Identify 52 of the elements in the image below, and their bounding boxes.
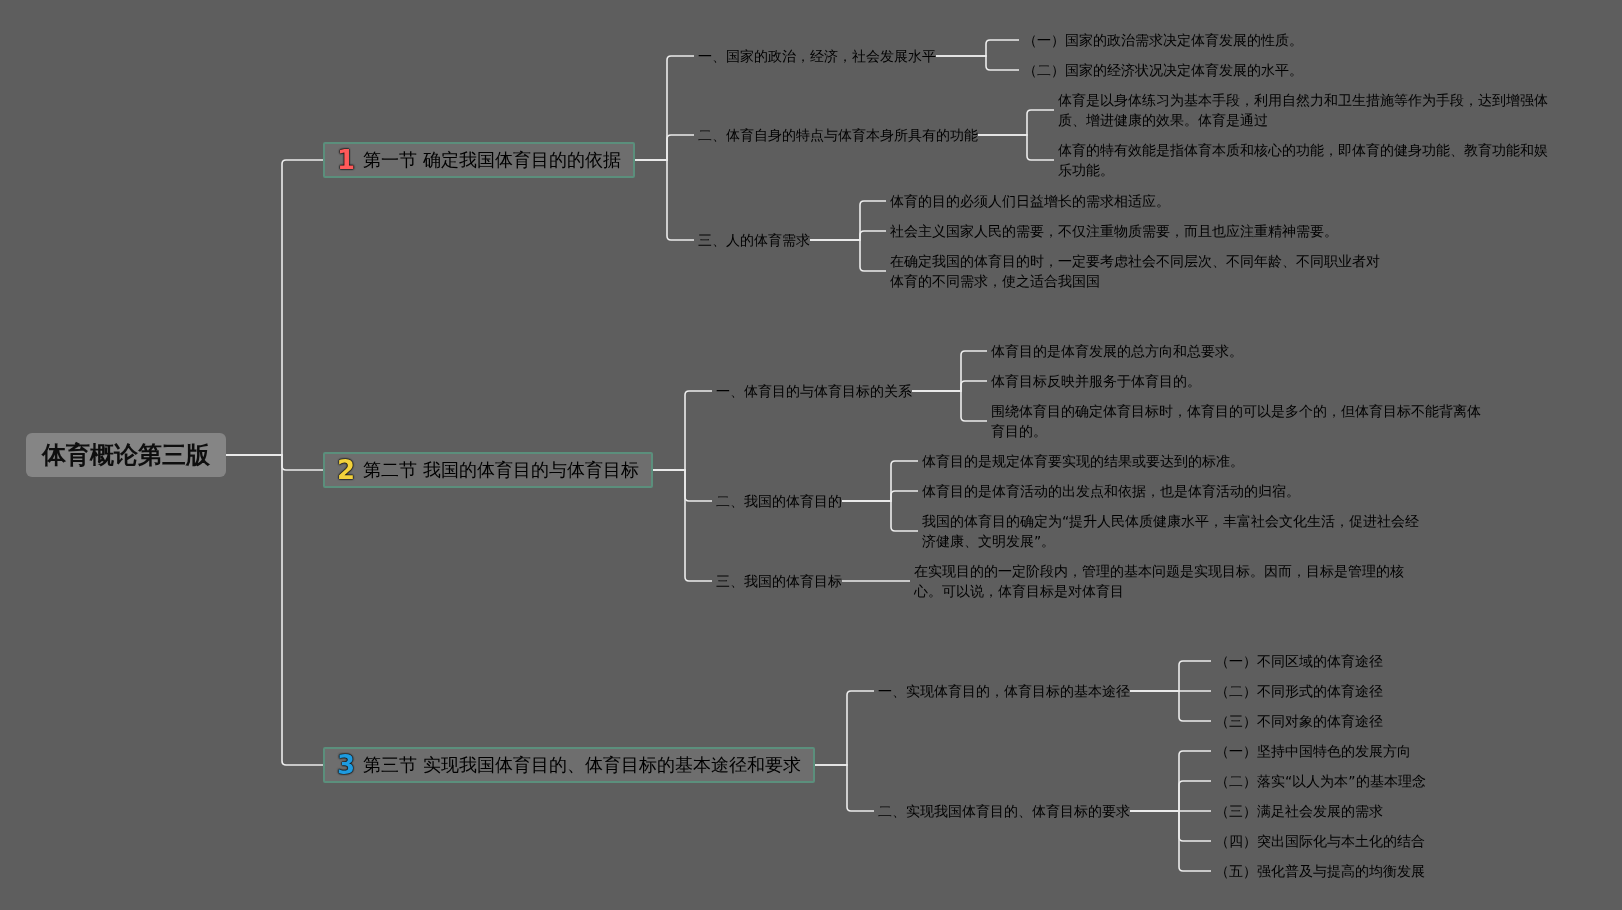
section-box [323, 452, 653, 488]
detail-text: （二）落实“以人为本”的基本理念 [1211, 771, 1426, 791]
detail-text: 社会主义国家人民的需要，不仅注重物质需要，而且也应注重精神需要。 [886, 221, 1338, 241]
detail-text: 我国的体育目的确定为“提升人民体质健康水平，丰富社会文化生活，促进社会经济健康、文明发展”。 [918, 511, 1422, 551]
detail-text: 在实现目的的一定阶段内，管理的基本问题是实现目标。因而，目标是管理的核心。可以说，体育目标是对体育目 [910, 561, 1410, 601]
subtopic-text: 一、体育目的与体育目标的关系 [712, 381, 912, 401]
detail-text: 在确定我国的体育目的时，一定要考虑社会不同层次、不同年龄、不同职业者对体育的不同需求，使之适合我国国 [886, 251, 1386, 291]
detail-text: 体育目的是体育发展的总方向和总要求。 [987, 341, 1243, 361]
connector-line [809, 239, 887, 272]
connector-line [1129, 810, 1212, 872]
detail-text: 体育目的是体育活动的出发点和依据，也是体育活动的归宿。 [918, 481, 1300, 501]
section-box [323, 747, 815, 783]
detail-text: 体育的特有效能是指体育本质和核心的功能，即体育的健身功能、教育功能和娱乐功能。 [1054, 140, 1554, 180]
subtopic-text: 二、实现我国体育目的、体育目标的要求 [874, 801, 1130, 821]
subtopic-text: 三、人的体育需求 [694, 230, 810, 250]
root-topic-box: 体育概论第三版 [26, 433, 226, 477]
connector-line [652, 469, 713, 582]
detail-text: （三）满足社会发展的需求 [1211, 801, 1383, 821]
connector-line [841, 500, 919, 532]
connector-line [977, 134, 1055, 161]
connector-line [814, 764, 875, 812]
detail-text: （一）国家的政治需求决定体育发展的性质。 [1019, 30, 1303, 50]
detail-text: 围绕体育目的确定体育目标时，体育目的可以是多个的，但体育目标不能背离体育目的。 [987, 401, 1487, 441]
section-title: 第二节 我国的体育目的与体育目标 [363, 458, 639, 482]
detail-text: （三）不同对象的体育途径 [1211, 711, 1383, 731]
connector-line [841, 580, 911, 582]
subtopic-text: 一、实现体育目的，体育目标的基本途径 [874, 681, 1130, 701]
detail-text: 体育目标反映并服务于体育目的。 [987, 371, 1201, 391]
section-number: 3 [337, 750, 356, 780]
subtopic-text: 三、我国的体育目标 [712, 571, 842, 591]
subtopic-text: 二、我国的体育目的 [712, 491, 842, 511]
subtopic-text: 二、体育自身的特点与体育本身所具有的功能 [694, 125, 978, 145]
connector-line [225, 454, 324, 766]
detail-text: （二）不同形式的体育途径 [1211, 681, 1383, 701]
section-title: 第三节 实现我国体育目的、体育目标的基本途径和要求 [363, 753, 801, 777]
section-number: 1 [337, 145, 356, 175]
connector-line [1129, 690, 1212, 722]
connector-line [634, 159, 695, 241]
detail-text: （一）坚持中国特色的发展方向 [1211, 741, 1411, 761]
section-number: 2 [337, 455, 356, 485]
detail-text: 体育目的是规定体育要实现的结果或要达到的标准。 [918, 451, 1244, 471]
detail-text: （一）不同区域的体育途径 [1211, 651, 1383, 671]
subtopic-text: 一、国家的政治，经济，社会发展水平 [694, 46, 936, 66]
detail-text: （二）国家的经济状况决定体育发展的水平。 [1019, 60, 1303, 80]
detail-text: 体育是以身体练习为基本手段，利用自然力和卫生措施等作为手段，达到增强体质、增进健康的效果。体育是通过 [1054, 90, 1554, 130]
connector-line [911, 390, 988, 422]
section-box [323, 142, 635, 178]
connector-line [935, 55, 1020, 71]
section-title: 第一节 确定我国体育目的的依据 [363, 148, 621, 172]
detail-text: 体育的目的必须人们日益增长的需求相适应。 [886, 191, 1170, 211]
detail-text: （四）突出国际化与本土化的结合 [1211, 831, 1425, 851]
detail-text: （五）强化普及与提高的均衡发展 [1211, 861, 1425, 881]
